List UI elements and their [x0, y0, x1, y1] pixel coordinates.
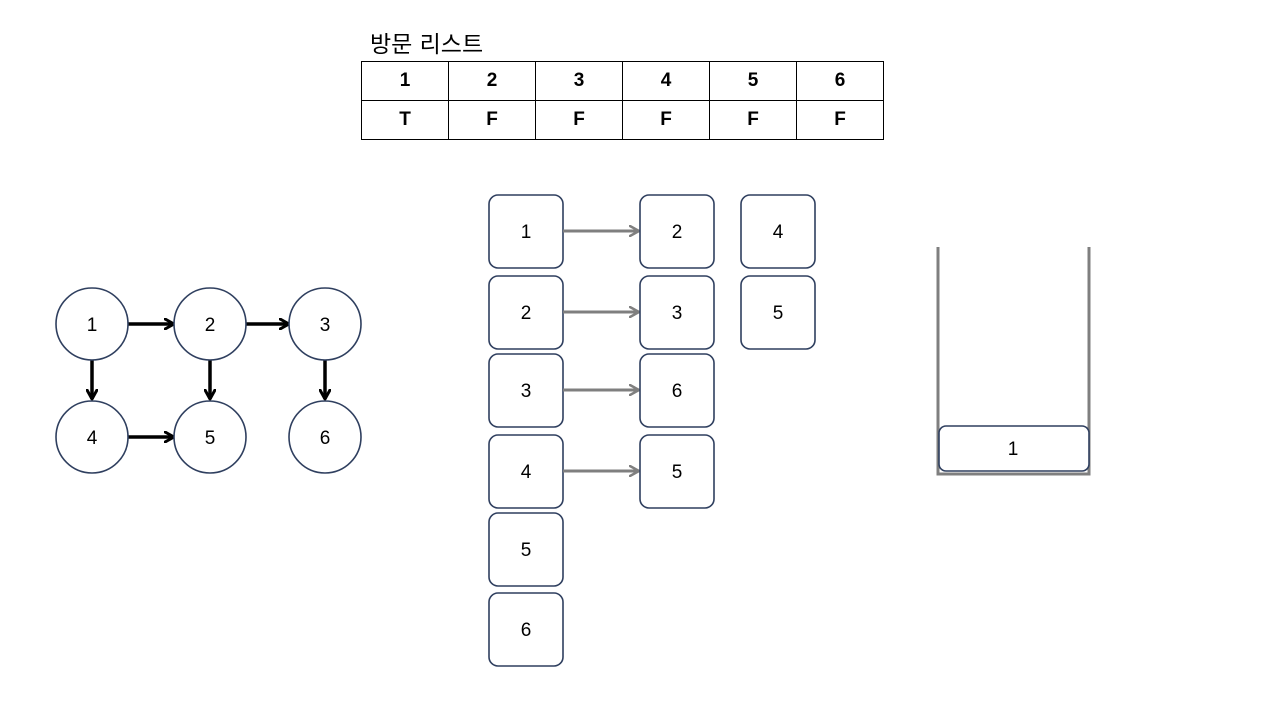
- visited-list-header-cell: 5: [709, 61, 797, 101]
- graph-node-2: 2: [173, 287, 247, 361]
- adjacency-neighbor-label: 2: [672, 222, 683, 243]
- graph-node-label: 1: [87, 315, 98, 336]
- visited-list-value-row: T F F F F F: [361, 100, 884, 140]
- adjacency-neighbor-label: 4: [773, 222, 784, 243]
- visited-list-value-cell: F: [796, 100, 884, 140]
- stack-container: [936, 247, 1091, 476]
- graph-edges: [92, 324, 325, 437]
- graph-node-label: 2: [205, 315, 216, 336]
- visited-list-header-row: 1 2 3 4 5 6: [361, 61, 884, 101]
- adjacency-neighbor-box: [639, 194, 715, 269]
- adjacency-head-box: [488, 592, 564, 667]
- graph-node-label: 5: [205, 428, 216, 449]
- stack-item: 1: [938, 425, 1090, 472]
- adjacency-neighbor-label: 3: [672, 303, 683, 324]
- visited-list-table: 1 2 3 4 5 6 T F F F F F: [361, 61, 884, 140]
- adjacency-neighbor-box: [639, 275, 715, 350]
- adjacency-head-label: 2: [521, 303, 532, 324]
- graph-node-6: 6: [288, 400, 362, 474]
- adjacency-neighbor-label: 5: [672, 462, 683, 483]
- adjacency-row-6: 6: [488, 592, 564, 667]
- graph-node-3: 3: [288, 287, 362, 361]
- adjacency-list: 1 2 4 2 3 5 3 6 4: [488, 194, 816, 667]
- adjacency-row-3: 3 6: [488, 353, 715, 428]
- visited-list-value-cell: F: [622, 100, 710, 140]
- adjacency-row-2: 2 3 5: [488, 275, 816, 350]
- visited-list-header-cell: 6: [796, 61, 884, 101]
- visited-list-value-cell: F: [448, 100, 536, 140]
- graph-node-label: 3: [320, 315, 331, 336]
- adjacency-head-box: [488, 512, 564, 587]
- visited-list-value-cell: F: [709, 100, 797, 140]
- graph-node-label: 6: [320, 428, 331, 449]
- graph-node-label: 4: [87, 428, 98, 449]
- adjacency-neighbor-box: [639, 353, 715, 428]
- adjacency-neighbor-box: [740, 275, 816, 350]
- adjacency-neighbor-label: 5: [773, 303, 784, 324]
- adjacency-row-1: 1 2 4: [488, 194, 816, 269]
- graph: 1 2 3 4 5 6: [55, 287, 362, 474]
- adjacency-head-label: 6: [521, 620, 532, 641]
- visited-list-header-cell: 2: [448, 61, 536, 101]
- stack-item-label: 1: [1008, 439, 1019, 460]
- visited-list-header-cell: 1: [361, 61, 449, 101]
- adjacency-head-label: 3: [521, 381, 532, 402]
- graph-node-4: 4: [55, 400, 129, 474]
- adjacency-neighbor-box: [639, 434, 715, 509]
- graph-node-1: 1: [55, 287, 129, 361]
- adjacency-head-label: 4: [521, 462, 532, 483]
- adjacency-row-4: 4 5: [488, 434, 715, 509]
- adjacency-neighbor-box: [740, 194, 816, 269]
- adjacency-neighbor-label: 6: [672, 381, 683, 402]
- stack: 1: [936, 247, 1091, 476]
- adjacency-head-label: 5: [521, 540, 532, 561]
- adjacency-row-5: 5: [488, 512, 564, 587]
- adjacency-head-label: 1: [521, 222, 532, 243]
- visited-list-value-cell: T: [361, 100, 449, 140]
- graph-node-5: 5: [173, 400, 247, 474]
- visited-list-title: 방문 리스트: [370, 32, 484, 58]
